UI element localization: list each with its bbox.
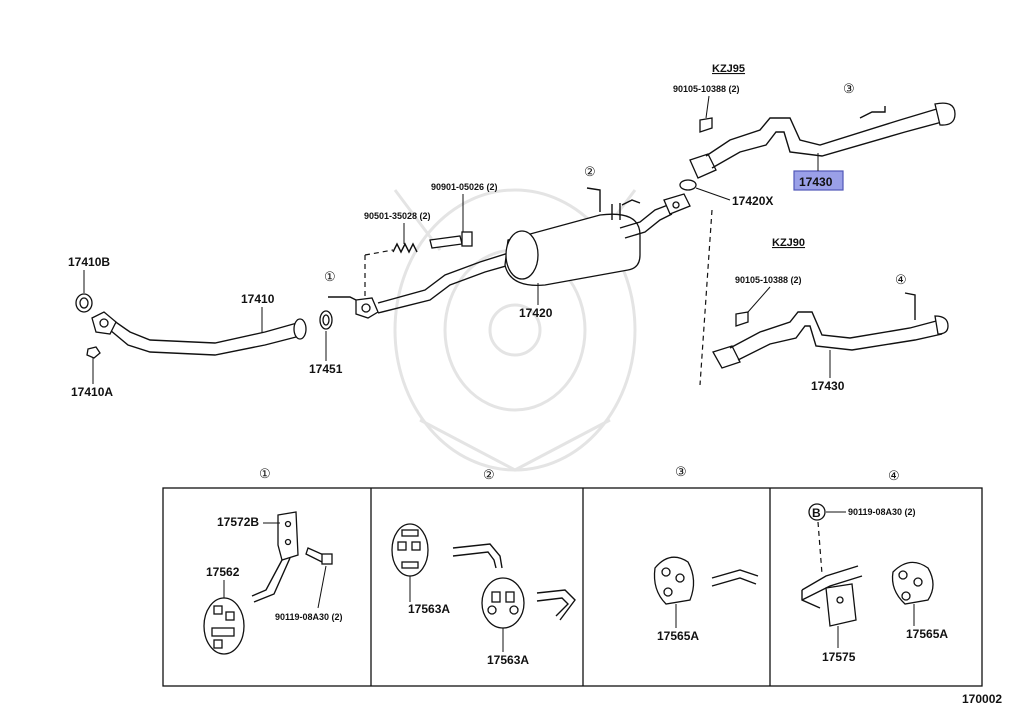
bolt-90105-mid (735, 311, 749, 327)
dashed-line-17420x (699, 209, 713, 386)
hanger-17565a-panel3 (653, 556, 695, 605)
label-17565a-p4: 17565A (906, 627, 948, 641)
label-17565a-p3: 17565A (657, 629, 699, 643)
spring-90501 (392, 242, 418, 254)
callout-3-upper: ③ (843, 81, 855, 96)
label-b-marker: B (812, 506, 821, 520)
label-17420: 17420 (519, 306, 553, 320)
panel-3-header: ③ (675, 464, 687, 479)
nut-17410a-shape (86, 346, 101, 359)
front-pipe-17410 (91, 311, 307, 356)
center-pipe (355, 249, 521, 319)
hanger-17565a-panel4 (891, 561, 934, 605)
hanger-rod-1 (328, 296, 357, 301)
hanger-rod-2 (586, 187, 601, 212)
rod-panel2-bottom-b (536, 597, 569, 617)
bolt-90119-panel1 (305, 547, 333, 565)
muffler-17420 (504, 193, 691, 286)
gasket-17410b-hole (79, 297, 89, 309)
bracket-17572b (251, 511, 299, 603)
label-17562: 17562 (206, 565, 240, 579)
tail-pipe-17430-kzj95 (689, 102, 956, 179)
panel-2-header: ② (483, 467, 495, 482)
label-17572b: 17572B (217, 515, 259, 529)
bolt-90901 (429, 231, 473, 249)
callout-4-upper: ④ (895, 272, 907, 287)
gasket-17420x-shape (679, 179, 697, 191)
label-17410a: 17410A (71, 385, 113, 399)
callout-1-upper: ① (324, 269, 336, 284)
label-kzj90: KZJ90 (772, 237, 805, 249)
leader-90105-mid (747, 286, 771, 313)
hanger-17563a-top (391, 523, 429, 577)
label-90119-p4: 90119-08A30 (2) (848, 507, 916, 517)
rod-panel3-b (711, 577, 757, 587)
label-90105-mid: 90105-10388 (2) (735, 275, 802, 285)
tail-pipe-17430-kzj90 (712, 292, 949, 369)
label-17420x: 17420X (732, 194, 773, 208)
label-17563a-top: 17563A (408, 602, 450, 616)
dashed-line-bolt (364, 249, 394, 296)
callout-2-upper: ② (584, 164, 596, 179)
leader-17420x (695, 187, 731, 201)
detail-panels-frame (162, 487, 983, 687)
label-17430-top: 17430 (799, 175, 833, 189)
rod-panel2-top-b (452, 551, 497, 569)
rod-panel2-top (452, 543, 503, 569)
bolt-90105-top (699, 117, 713, 133)
label-17410: 17410 (241, 292, 275, 306)
label-90105-top: 90105-10388 (2) (673, 84, 740, 94)
rod-panel3 (711, 569, 759, 579)
label-90119-p1: 90119-08A30 (2) (275, 612, 343, 622)
label-90901: 90901-05026 (2) (431, 182, 498, 192)
label-kzj95: KZJ95 (712, 63, 745, 75)
label-90501: 90501-35028 (2) (364, 211, 431, 221)
bracket-17575 (801, 565, 863, 627)
leader-90105-top (705, 95, 710, 119)
label-17410b: 17410B (68, 255, 110, 269)
gasket-17451-hole (322, 314, 330, 326)
dashed-line-panel4 (817, 521, 823, 575)
label-17575: 17575 (822, 650, 856, 664)
hanger-17562 (203, 597, 245, 655)
rod-panel2-bottom (536, 589, 576, 621)
label-17451: 17451 (309, 362, 343, 376)
hanger-17563a-bottom (481, 577, 525, 629)
label-17430-mid: 17430 (811, 379, 845, 393)
panel-4-header: ④ (888, 468, 900, 483)
panel-1-header: ① (259, 466, 271, 481)
b-circle-marker (808, 503, 826, 521)
figure-code: 170002 (962, 692, 1002, 706)
leader-90119-p1 (317, 565, 327, 609)
label-17563a-bottom: 17563A (487, 653, 529, 667)
